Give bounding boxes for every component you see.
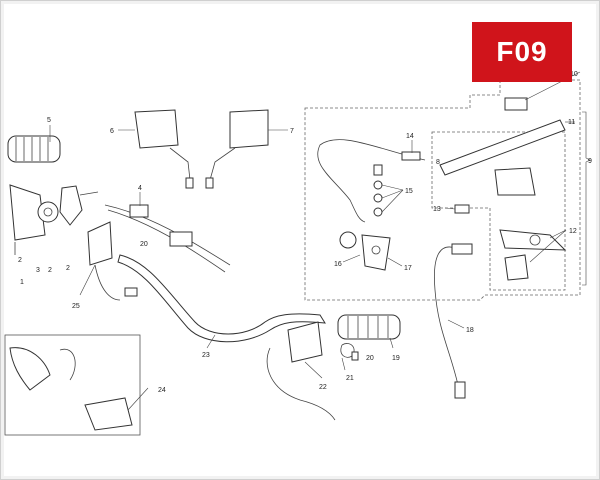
- callout-label: 14: [406, 133, 414, 140]
- callout-label: 11: [568, 119, 575, 126]
- callout-label: 10: [570, 71, 578, 78]
- inset-box-handguard: [4, 334, 141, 436]
- callout-label: 3: [36, 267, 40, 274]
- dashed-group-controls: [304, 79, 581, 301]
- callout-label: 2: [66, 265, 70, 272]
- throttle-cables-part: [104, 204, 231, 273]
- sensor-cable-part: [434, 246, 461, 386]
- callout-label: 2: [18, 257, 22, 264]
- sensor-part: [451, 243, 473, 255]
- switch-13-part: [454, 204, 470, 214]
- callout-label: 20: [140, 241, 148, 248]
- left-grip-part: [7, 135, 61, 163]
- callout-label: 20: [366, 355, 374, 362]
- connector-part: [454, 381, 466, 399]
- callout-label: 22: [319, 384, 327, 391]
- leader-lines: [49, 71, 591, 411]
- dashed-group-lever: [431, 131, 566, 291]
- callout-label: 16: [334, 261, 342, 268]
- callout-label: 19: [392, 355, 400, 362]
- cable-adjuster-part: [401, 151, 421, 161]
- washers-part: [373, 164, 383, 217]
- switch-housing-part: [87, 221, 138, 301]
- right-grip-part: [337, 314, 401, 340]
- callout-label: 23: [202, 352, 210, 359]
- callout-label: 21: [346, 375, 354, 382]
- callout-label: 12: [569, 228, 577, 235]
- callout-label: 25: [72, 303, 80, 310]
- callout-label: 8: [436, 159, 440, 166]
- section-code-badge: F09: [472, 22, 572, 82]
- callout-label: 13: [433, 206, 441, 213]
- handguard-part: [9, 347, 133, 431]
- callout-labels: 1 2 2 3 2 4 5 6 7 8 9 10 11 12 13 14 15 …: [18, 71, 592, 394]
- callout-label: 4: [138, 185, 142, 192]
- left-switch-part: [9, 184, 99, 255]
- callout-label: 6: [110, 128, 114, 135]
- right-switch-part: [266, 321, 336, 421]
- clutch-lever-assembly-part: [439, 97, 567, 281]
- callout-label: 1: [20, 279, 24, 286]
- callout-label: 5: [47, 117, 51, 124]
- clutch-cable-part: [317, 139, 426, 223]
- left-mirror-part: [134, 109, 194, 189]
- callout-label: 18: [466, 327, 474, 334]
- handlebar-part: [117, 254, 326, 343]
- clutch-bracket-part: [339, 231, 391, 271]
- callout-label: 2: [48, 267, 52, 274]
- callout-label: 9: [588, 158, 592, 165]
- callout-label: 15: [405, 188, 413, 195]
- screw-part: [351, 351, 359, 361]
- callout-label: 7: [290, 128, 294, 135]
- callout-label: 24: [158, 387, 166, 394]
- callout-label: 17: [404, 265, 412, 272]
- right-mirror-part: [205, 109, 269, 189]
